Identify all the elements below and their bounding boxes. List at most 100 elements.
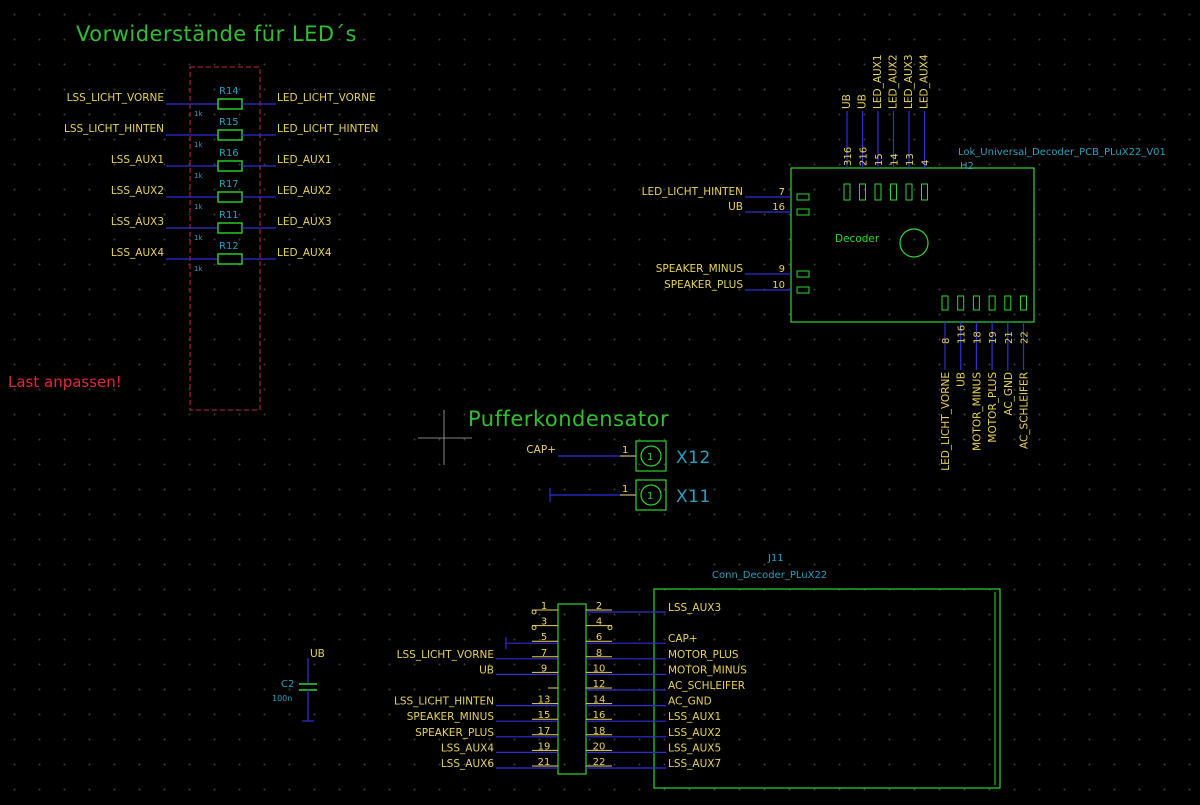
connector-right-net: LSS_AUX3 — [668, 602, 721, 614]
resistor-body[interactable] — [217, 253, 243, 265]
decoder-bottom-net: MOTOR_MINUS — [971, 372, 983, 451]
decoder-left-net: SPEAKER_PLUS — [664, 279, 743, 291]
connector-left-net: LSS_AUX6 — [441, 758, 494, 770]
connector-left-pin-number: 3 — [541, 617, 547, 628]
decoder-left-net: LED_LICHT_HINTEN — [642, 186, 743, 198]
connector-right-net: CAP+ — [668, 633, 698, 645]
connector-value: Conn_Decoder_PLuX22 — [712, 570, 827, 581]
resistor-body[interactable] — [217, 222, 243, 234]
connector-right-net: LSS_AUX7 — [668, 758, 721, 770]
pad-pin-number: 1 — [622, 445, 628, 456]
decoder-top-pin[interactable]: LED_AUX4 4 — [919, 54, 932, 201]
no-connect-icon — [531, 609, 537, 615]
decoder-left-pad — [796, 286, 810, 294]
decoder-top-pin-number: 4 — [921, 160, 932, 166]
resistor-body[interactable] — [217, 191, 243, 203]
resistor-value: 1k — [194, 141, 203, 149]
resistor-value: 1k — [194, 265, 203, 273]
decoder-top-net: LED_AUX4 — [919, 54, 931, 109]
connector-left-pin-number: 17 — [538, 726, 551, 737]
connector-left-pin-number: 21 — [538, 757, 551, 768]
connector-right-net: AC_SCHLEIFER — [668, 680, 745, 692]
connector-right-pin-number: 8 — [596, 648, 602, 659]
resistor-body[interactable] — [217, 160, 243, 172]
decoder-left-net: SPEAKER_MINUS — [656, 263, 744, 275]
pad-center-number: 1 — [647, 491, 653, 502]
decoder-symbol[interactable]: Decoder Lok_Universal_Decoder_PCB_PLuX22… — [642, 54, 1166, 471]
decoder-bottom-pin-number: 8 — [941, 338, 952, 344]
decoder-top-net: UB — [857, 94, 869, 109]
decoder-left-pin-number: 9 — [779, 264, 785, 275]
resistor-value: 1k — [194, 234, 203, 242]
connector-right-pin-number: 4 — [596, 617, 602, 628]
connector-right-pin-number: 2 — [596, 601, 602, 612]
resistor-reference: R15 — [219, 117, 239, 128]
decoder-top-net: LED_AUX3 — [903, 54, 915, 109]
connector-left-net: LSS_LICHT_VORNE — [397, 649, 494, 661]
resistor-section-title: Vorwiderstände für LED´s — [76, 22, 357, 46]
connector-right-net: LSS_AUX2 — [668, 727, 721, 739]
resistor-body[interactable] — [217, 129, 243, 141]
connector-row[interactable]: 1 2 LSS_AUX3 — [531, 601, 721, 615]
decoder-left-pin[interactable]: SPEAKER_MINUS 9 — [656, 263, 810, 278]
connector-left-pin-number: 15 — [538, 710, 551, 721]
decoder-top-pin-number: 15 — [874, 153, 885, 166]
decoder-body[interactable] — [790, 167, 1035, 323]
connector-right-pin-number: 20 — [593, 741, 606, 752]
decoder-bottom-pad — [941, 295, 949, 311]
decoder-top-pad — [921, 183, 928, 201]
decoder-bottom-net: MOTOR_PLUS — [987, 372, 999, 443]
crosshair-cursor-icon — [418, 410, 472, 465]
resistor-body[interactable] — [217, 98, 243, 110]
pad-pin-number: 1 — [622, 484, 628, 495]
connector-right-pin-number: 10 — [593, 663, 606, 674]
capacitor-c2[interactable]: UB C2 100n — [272, 648, 325, 722]
connector-pin-header[interactable] — [557, 603, 587, 775]
connector-left-pin-number: 19 — [538, 741, 551, 752]
resistor-left-net: LSS_AUX2 — [111, 185, 164, 197]
decoder-mount-hole-icon — [899, 228, 929, 258]
resistor-left-net: LSS_AUX4 — [111, 247, 164, 259]
connector-left-pin-number: 1 — [541, 601, 547, 612]
decoder-left-pin-number: 16 — [772, 202, 785, 213]
decoder-left-pad — [796, 208, 810, 216]
connector-right-net: MOTOR_MINUS — [668, 664, 747, 676]
connector-right-net: AC_GND — [668, 696, 712, 708]
connector-left-net: SPEAKER_PLUS — [415, 727, 494, 739]
